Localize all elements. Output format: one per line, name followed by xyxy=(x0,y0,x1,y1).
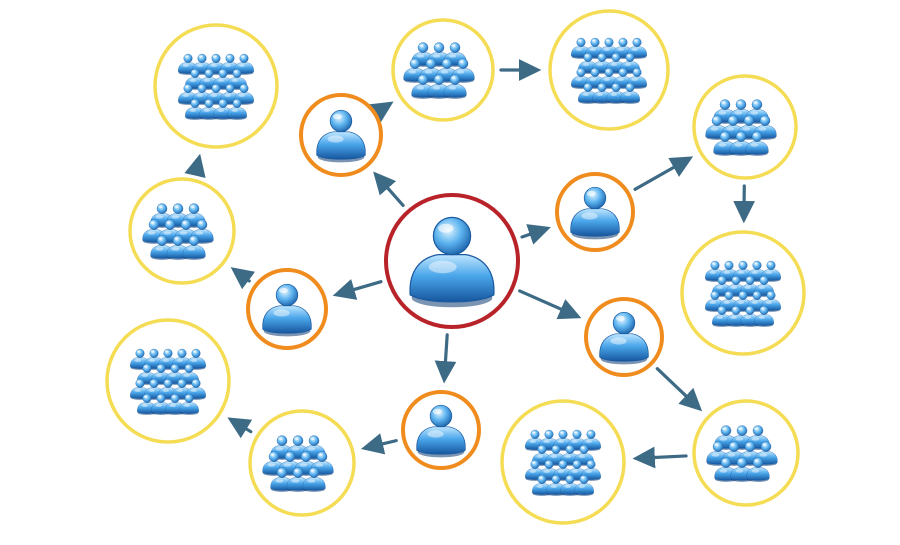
people-group-icon xyxy=(130,348,206,415)
person-icon xyxy=(416,404,466,458)
arrow-center-to-right-person xyxy=(520,224,551,245)
arrow-bottom-left-group-to-far-left-group xyxy=(227,417,253,439)
arrow-bottom-right-group-to-bottom-center-group xyxy=(632,446,688,469)
people-group-icon xyxy=(705,260,781,327)
node-lower-right-person xyxy=(584,297,664,377)
person-icon xyxy=(570,186,620,240)
arrow-left-group-to-top-left-group xyxy=(184,153,206,179)
node-right-person xyxy=(555,172,635,252)
people-group-icon xyxy=(178,53,254,120)
arrow-lower-right-person-to-bottom-right-group xyxy=(655,367,703,412)
node-far-left-group xyxy=(105,318,231,444)
node-bottom-person xyxy=(401,390,481,470)
people-group-icon xyxy=(142,203,214,260)
person-icon xyxy=(262,283,312,337)
people-group-icon xyxy=(262,435,334,492)
node-left-group xyxy=(128,177,236,285)
node-bottom-right-group xyxy=(692,399,800,507)
people-group-icon xyxy=(403,42,475,99)
people-group-icon xyxy=(706,425,778,482)
nodes-layer xyxy=(105,9,806,525)
person-icon xyxy=(599,311,649,365)
node-top-left-group xyxy=(153,23,279,149)
people-group-icon xyxy=(525,429,601,496)
node-top-group xyxy=(391,18,495,122)
arrow-center-to-lower-right-person xyxy=(518,289,582,320)
arrow-center-to-upper-left-person xyxy=(373,171,405,208)
node-center xyxy=(384,193,520,329)
node-bottom-center-group xyxy=(500,399,626,525)
person-icon xyxy=(409,216,495,308)
node-left-person xyxy=(246,268,328,350)
edges-layer xyxy=(184,59,755,469)
arrow-center-to-left-person xyxy=(332,279,383,300)
arrow-upper-left-person-to-top-group xyxy=(368,101,394,123)
person-icon xyxy=(316,109,366,163)
arrow-bottom-person-to-bottom-left-group xyxy=(360,433,398,455)
node-top-right-group xyxy=(548,9,670,131)
arrow-left-person-to-left-group xyxy=(230,267,256,290)
arrow-center-to-bottom-person xyxy=(434,333,457,384)
people-group-icon xyxy=(571,37,647,104)
node-right-lower-group xyxy=(680,230,806,356)
node-right-upper-group xyxy=(692,74,798,180)
arrow-right-person-to-right-upper-group xyxy=(633,156,694,191)
node-bottom-left-group xyxy=(248,409,356,517)
node-upper-left-person xyxy=(299,93,383,177)
people-group-icon xyxy=(705,99,777,156)
